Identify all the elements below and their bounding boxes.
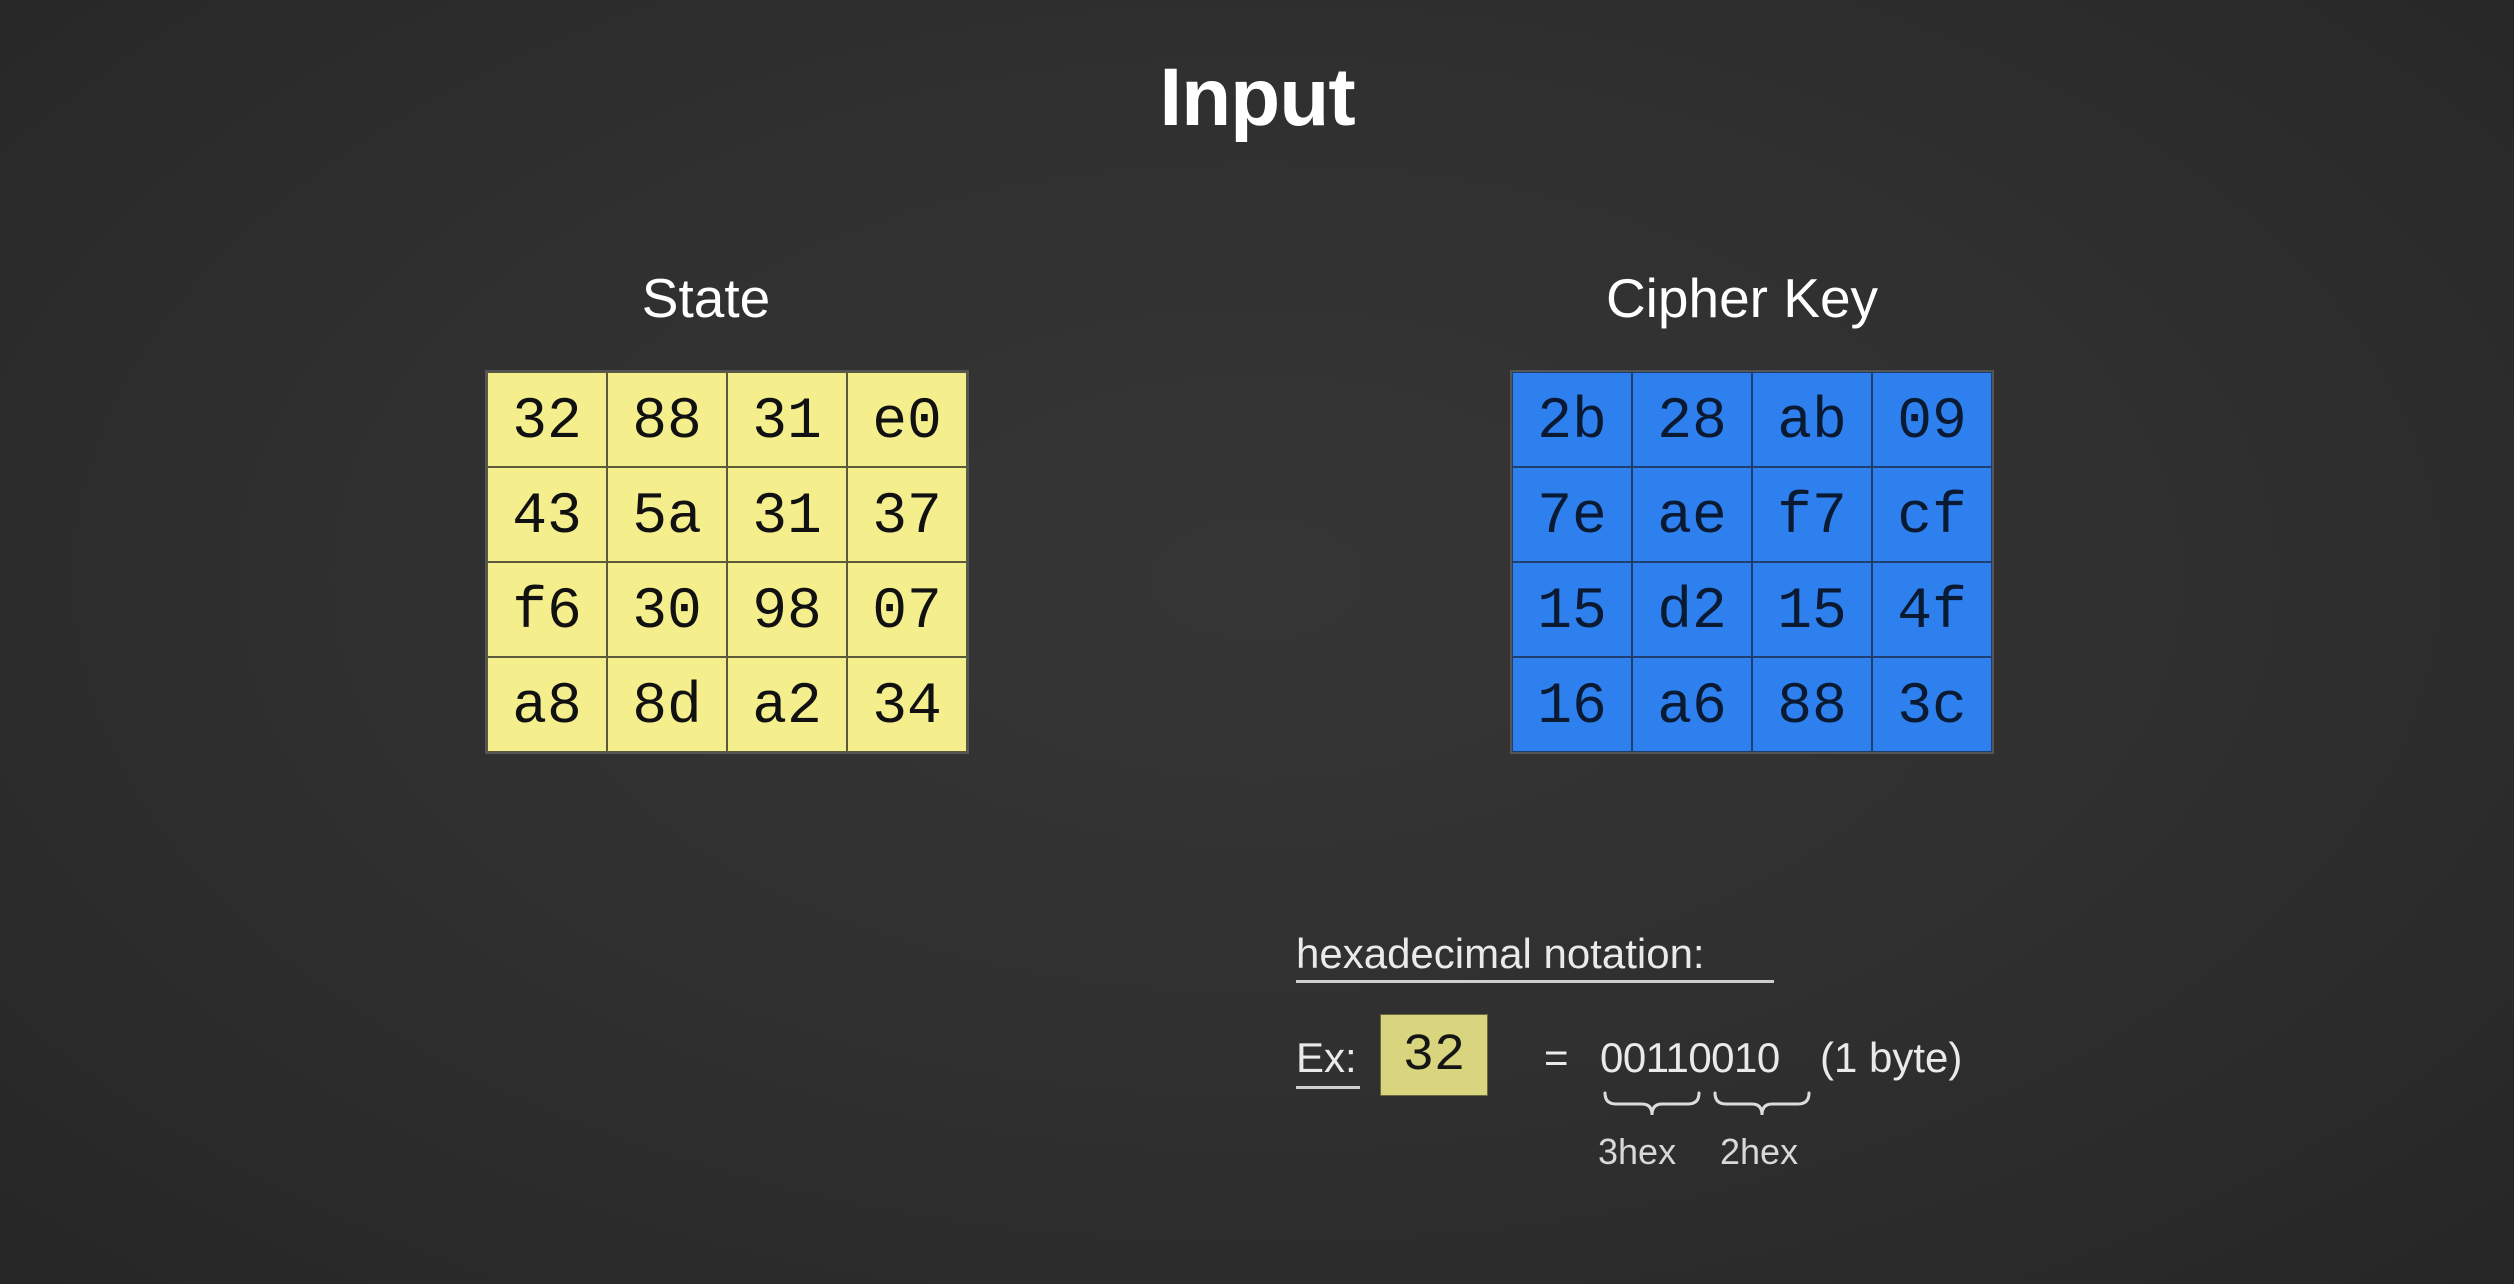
- key-cell: 7e: [1512, 467, 1632, 562]
- state-cell: 5a: [607, 467, 727, 562]
- slide-title: Input: [1159, 52, 1355, 143]
- example-underline: [1296, 1086, 1360, 1089]
- key-cell: 15: [1752, 562, 1872, 657]
- hexadecimal-notation-label: hexadecimal notation:: [1296, 930, 1705, 977]
- state-cell: a2: [727, 657, 847, 752]
- state-title: State: [641, 267, 771, 329]
- left-brace-icon: [1603, 1091, 1701, 1116]
- state-cell: 31: [727, 467, 847, 562]
- state-cell: 34: [847, 657, 967, 752]
- left-brace-label: 3hex: [1598, 1131, 1677, 1172]
- key-cell: 88: [1752, 657, 1872, 752]
- state-cell: 31: [727, 372, 847, 467]
- state-cell: 07: [847, 562, 967, 657]
- key-cell: 4f: [1872, 562, 1992, 657]
- cipher-key-title: Cipher Key: [1605, 267, 1879, 329]
- state-cell: 32: [487, 372, 607, 467]
- state-cell: 88: [607, 372, 727, 467]
- state-cell: 98: [727, 562, 847, 657]
- key-cell: 28: [1632, 372, 1752, 467]
- key-cell: cf: [1872, 467, 1992, 562]
- right-brace-icon: [1713, 1091, 1811, 1116]
- state-matrix: 32 88 31 e0 43 5a 31 37 f6 30 98 07 a8 8…: [485, 370, 969, 754]
- key-cell: ab: [1752, 372, 1872, 467]
- state-cell: 8d: [607, 657, 727, 752]
- hexadecimal-notation-underline: [1296, 980, 1774, 983]
- state-cell: f6: [487, 562, 607, 657]
- cipher-key-matrix: 2b 28 ab 09 7e ae f7 cf 15 d2 15 4f 16 a…: [1510, 370, 1994, 754]
- key-cell: ae: [1632, 467, 1752, 562]
- key-cell: 09: [1872, 372, 1992, 467]
- key-cell: 15: [1512, 562, 1632, 657]
- state-cell: 30: [607, 562, 727, 657]
- key-cell: 16: [1512, 657, 1632, 752]
- equals-sign: =: [1544, 1034, 1569, 1081]
- key-cell: d2: [1632, 562, 1752, 657]
- example-byte-box: 32: [1380, 1014, 1488, 1096]
- byte-note: (1 byte): [1820, 1034, 1963, 1081]
- state-cell: e0: [847, 372, 967, 467]
- right-brace-label: 2hex: [1720, 1131, 1799, 1172]
- binary-value: 00110010: [1600, 1034, 1780, 1081]
- state-cell: 37: [847, 467, 967, 562]
- example-label: Ex:: [1296, 1034, 1357, 1081]
- state-cell: a8: [487, 657, 607, 752]
- state-cell: 43: [487, 467, 607, 562]
- key-cell: a6: [1632, 657, 1752, 752]
- key-cell: f7: [1752, 467, 1872, 562]
- key-cell: 2b: [1512, 372, 1632, 467]
- key-cell: 3c: [1872, 657, 1992, 752]
